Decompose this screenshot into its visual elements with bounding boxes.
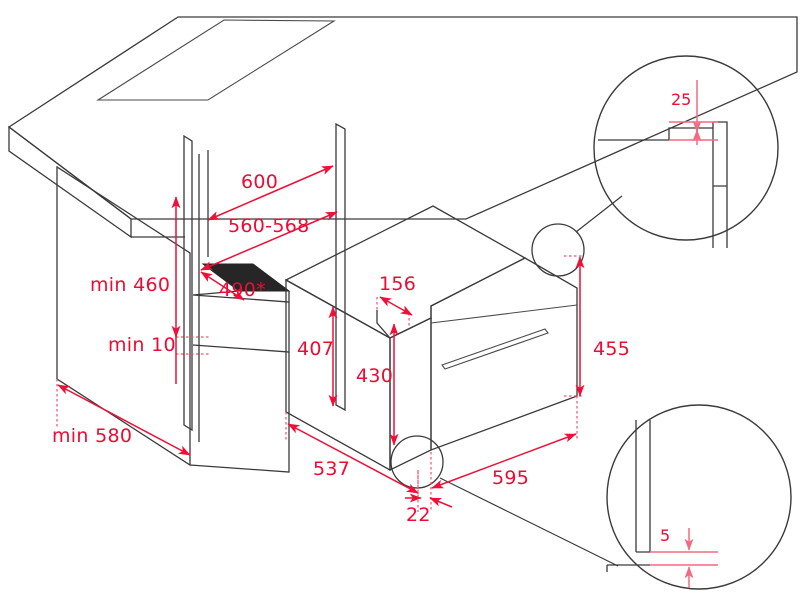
dimension-25: 25 — [669, 80, 718, 145]
dimension-156: 156 — [376, 273, 416, 327]
dimension-595-label: 595 — [492, 467, 529, 489]
dimension-22-line-right — [429, 497, 453, 508]
dimension-5: 5 — [650, 526, 718, 588]
dimension-22-label: 22 — [406, 504, 431, 526]
dimension-25-label: 25 — [671, 90, 691, 109]
dimension-537-line — [287, 423, 419, 494]
dimension-600-line — [207, 165, 334, 221]
dimension-537-label: 537 — [313, 458, 350, 480]
cabinet-niche-post-left — [183, 134, 193, 432]
detail-circle-bottom-right — [606, 404, 792, 590]
detail-top-oven-frame — [712, 121, 728, 248]
detail-bottom-oven-panel — [635, 420, 651, 553]
oven-control-panel-line — [430, 304, 578, 324]
dimension-455-label: 455 — [593, 338, 630, 360]
detail-content-bottom — [606, 420, 651, 572]
dimension-560-568-label: 560-568 — [228, 215, 310, 237]
dimension-min-460-label: min 460 — [90, 274, 170, 296]
dimension-min-10: min 10 — [108, 330, 210, 384]
dimension-595: 595 — [431, 396, 578, 489]
oven-top-step-notch — [376, 310, 391, 339]
detail-top-cabinet-profile — [598, 127, 713, 141]
dimension-560-568-line — [200, 211, 338, 271]
hob-cooktop — [96, 19, 336, 101]
detail-leader-top — [575, 195, 623, 233]
dimension-min-580-line — [57, 384, 191, 456]
dimension-min-580: min 580 — [52, 379, 191, 466]
dimension-600: 600 — [207, 165, 334, 221]
detail-leader-bottom — [439, 477, 619, 567]
dimension-min-580-label: min 580 — [52, 425, 132, 447]
dimension-490-label: 490* — [219, 279, 266, 301]
dimension-407-label: 407 — [297, 338, 334, 360]
dimension-407: 407 — [297, 306, 338, 407]
dimension-min-10-label: min 10 — [108, 334, 176, 356]
dimension-560-568: 560-568 — [200, 211, 338, 271]
dimension-490-line — [200, 271, 245, 301]
detail-content-top — [598, 121, 728, 248]
detail-marker-circle-top — [531, 223, 585, 277]
dimension-22: 22 — [405, 452, 453, 526]
detail-bottom-cabinet-floor — [606, 564, 650, 572]
oven-door-handle — [441, 328, 549, 370]
dimension-595-line — [431, 433, 577, 489]
dimension-455: 455 — [564, 255, 630, 397]
dimension-min-460: min 460 — [90, 196, 181, 338]
dimension-156-line — [379, 296, 413, 316]
dimension-430-label: 430 — [356, 365, 393, 387]
dimension-156-label: 156 — [379, 273, 416, 295]
dimension-490: 490* — [200, 271, 266, 301]
detail-circle-top-right — [593, 55, 779, 241]
dimension-5-label: 5 — [660, 526, 670, 545]
dimension-600-label: 600 — [241, 171, 278, 193]
